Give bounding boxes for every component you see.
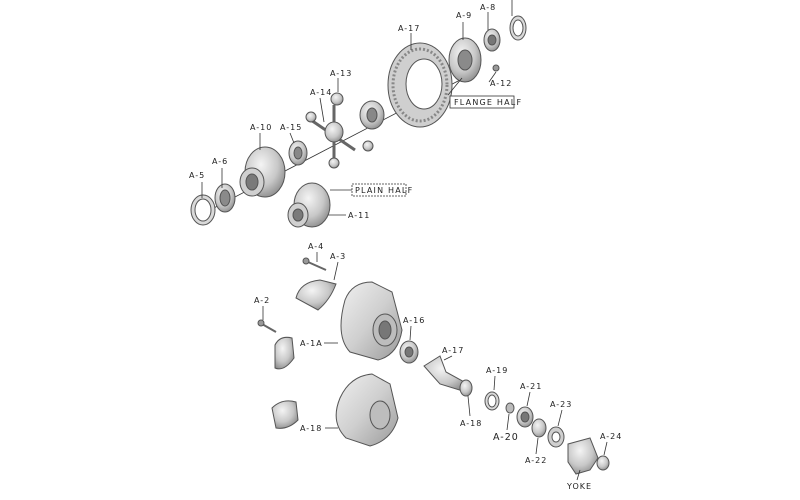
- label-a9: A-9: [456, 11, 472, 20]
- label-a13: A-13: [330, 69, 352, 78]
- label-a2: A-2: [254, 296, 270, 305]
- label-a21: A-21: [520, 382, 542, 391]
- label-a4: A-4: [308, 242, 324, 251]
- part-a15-side-gear: [288, 140, 308, 166]
- part-a9-flange-half: [448, 37, 482, 83]
- label-a8: A-8: [480, 3, 496, 12]
- part-a5-bearing-race: [190, 194, 216, 226]
- part-a13-pinion: [330, 92, 344, 106]
- label-a22: A-22: [525, 456, 547, 465]
- part-a16-bearing: [399, 340, 419, 364]
- part-a10-case-half: [239, 146, 286, 198]
- part-a6-bearing: [214, 183, 236, 213]
- part-yoke: [567, 437, 599, 475]
- part-a21-bearing: [516, 406, 534, 428]
- leader-lines-top: [201, 0, 513, 216]
- label-a17-bottom: A-17: [442, 346, 464, 355]
- part-a20-spacer: [505, 402, 515, 414]
- part-side-gear: [359, 100, 385, 130]
- label-a6: A-6: [212, 157, 228, 166]
- part-a1a-cap: [274, 336, 295, 370]
- part-bearing-race-right: [509, 15, 527, 41]
- label-a23: A-23: [550, 400, 572, 409]
- part-a19-ring: [484, 391, 500, 411]
- flange-half-label: FLANGE HALF: [454, 98, 522, 107]
- label-a12: A-12: [490, 79, 512, 88]
- label-a17-top: A-17: [398, 24, 420, 33]
- label-a11: A-11: [348, 211, 370, 220]
- part-a22-race: [531, 418, 547, 438]
- part-housing-lower: [335, 373, 399, 447]
- part-a8-bearing: [483, 28, 501, 52]
- plain-half-callout: PLAIN HALF: [351, 183, 413, 197]
- label-a24: A-24: [600, 432, 622, 441]
- label-a1a: A-1A: [300, 339, 323, 348]
- part-a12-bolt: [492, 64, 500, 72]
- label-a19: A-19: [486, 366, 508, 375]
- label-a18: A-18: [460, 419, 482, 428]
- part-a24-nut: [596, 455, 610, 471]
- label-a18-housing: A-18: [300, 424, 322, 433]
- label-yoke: YOKE: [566, 482, 592, 491]
- part-a18-bearing: [459, 379, 473, 397]
- part-housing-upper: [340, 281, 403, 361]
- leader-lines-bottom: [262, 252, 608, 481]
- label-a15: A-15: [280, 123, 302, 132]
- part-a4-bolt: [302, 257, 327, 271]
- label-a14: A-14: [310, 88, 332, 97]
- part-a3-bearing-cap: [295, 279, 337, 311]
- part-a23-seal: [547, 426, 565, 448]
- label-a5: A-5: [189, 171, 205, 180]
- plain-half-label: PLAIN HALF: [355, 186, 413, 195]
- label-a16: A-16: [403, 316, 425, 325]
- flange-half-callout: FLANGE HALF: [449, 95, 522, 109]
- part-a14-spider: [305, 105, 374, 169]
- label-a20: A-20: [493, 432, 519, 443]
- part-a2-bolt: [257, 319, 277, 333]
- part-a17-ring-gear: [387, 42, 453, 128]
- part-lower-cap: [271, 400, 299, 429]
- label-a3: A-3: [330, 252, 346, 261]
- part-a11-plain-half: [287, 182, 331, 228]
- label-a10: A-10: [250, 123, 272, 132]
